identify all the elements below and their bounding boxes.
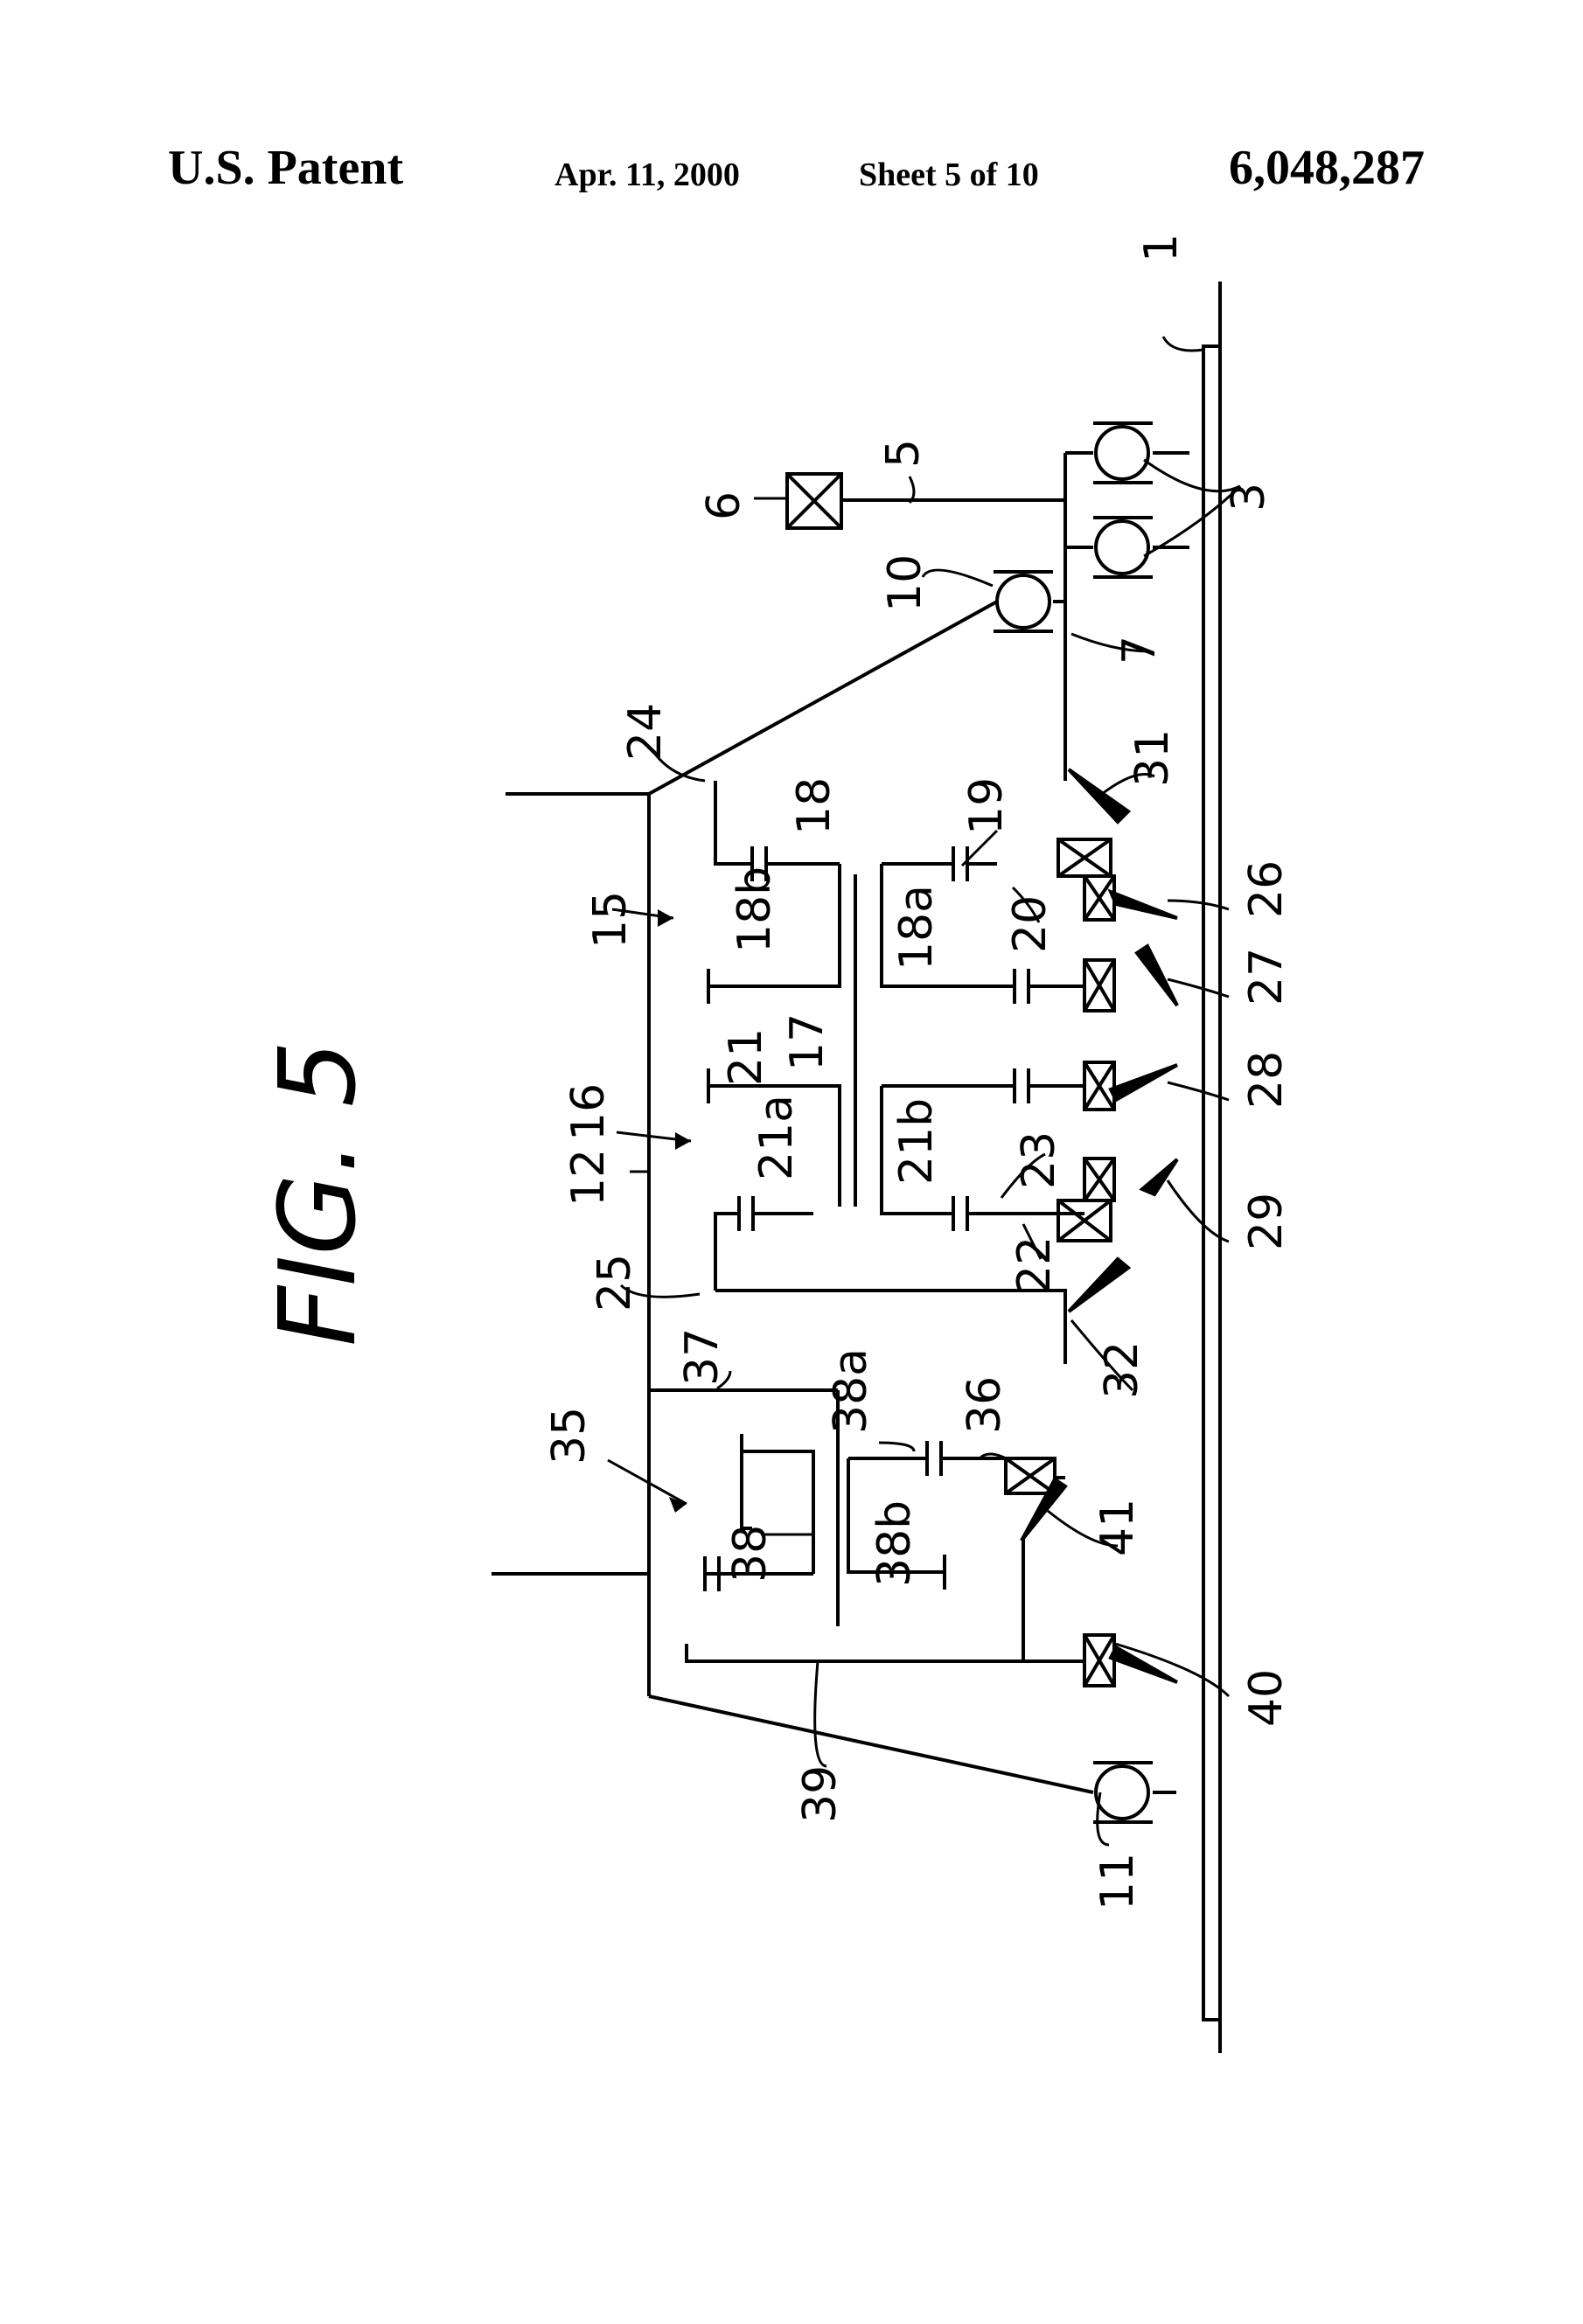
label-39: 39 [794, 1765, 847, 1823]
label-38a: 38a [825, 1348, 877, 1434]
leader-lines [619, 336, 1242, 1847]
label-12: 12 [562, 1149, 615, 1207]
label-21: 21 [720, 1028, 772, 1086]
label-26: 26 [1240, 860, 1293, 918]
label-20: 20 [1004, 895, 1056, 953]
header-left: U.S. Patent [168, 141, 404, 195]
label-29: 29 [1240, 1193, 1293, 1250]
label-17: 17 [781, 1013, 833, 1071]
wedges [1020, 768, 1179, 1684]
label-36: 36 [959, 1376, 1011, 1434]
label-27: 27 [1240, 948, 1293, 1005]
label-37: 37 [676, 1328, 729, 1386]
clutch-boxes [1056, 838, 1116, 1242]
housing-12 [492, 600, 1094, 1794]
group-arrows [607, 908, 692, 1513]
element-6-box [785, 472, 843, 530]
label-25: 25 [589, 1254, 641, 1312]
label-32: 32 [1096, 1341, 1148, 1399]
label-38b: 38b [868, 1500, 921, 1587]
label-23: 23 [1013, 1131, 1065, 1189]
label-5: 5 [877, 439, 930, 468]
label-35: 35 [543, 1407, 596, 1465]
planetary-35 [649, 1388, 1116, 1687]
planetary-16 [707, 1068, 1084, 1364]
label-1: 1 [1135, 233, 1188, 262]
label-10: 10 [879, 554, 931, 612]
label-16: 16 [562, 1083, 615, 1141]
figure-title: FIG. 5 [258, 1040, 380, 1346]
label-24: 24 [619, 703, 672, 761]
label-28: 28 [1240, 1051, 1293, 1109]
label-3: 3 [1223, 483, 1275, 511]
bearing-10 [994, 570, 1053, 633]
label-18b: 18b [729, 866, 781, 953]
label-21a: 21a [750, 1095, 803, 1180]
label-19: 19 [960, 777, 1013, 835]
header-sheet: Sheet 5 of 10 [859, 157, 1039, 193]
header-date: Apr. 11, 2000 [554, 157, 740, 193]
label-15: 15 [584, 891, 637, 949]
label-18: 18 [788, 777, 840, 835]
bearing-3-upper [1093, 421, 1153, 484]
label-40: 40 [1240, 1669, 1293, 1727]
label-31: 31 [1126, 729, 1179, 787]
reference-numerals: 1 3 5 6 7 10 11 12 15 16 17 18 18a 18b 1… [543, 233, 1293, 1910]
bearing-11 [1093, 1761, 1153, 1824]
frame [1202, 282, 1222, 2053]
planetary-15 [707, 781, 1084, 1207]
label-21b: 21b [890, 1098, 943, 1185]
bearing-3-lower [1093, 516, 1153, 579]
header-patent-number: 6,048,287 [1229, 141, 1425, 195]
label-6: 6 [698, 491, 750, 520]
label-11: 11 [1091, 1853, 1144, 1910]
label-41: 41 [1091, 1499, 1144, 1556]
label-18a: 18a [890, 885, 943, 971]
